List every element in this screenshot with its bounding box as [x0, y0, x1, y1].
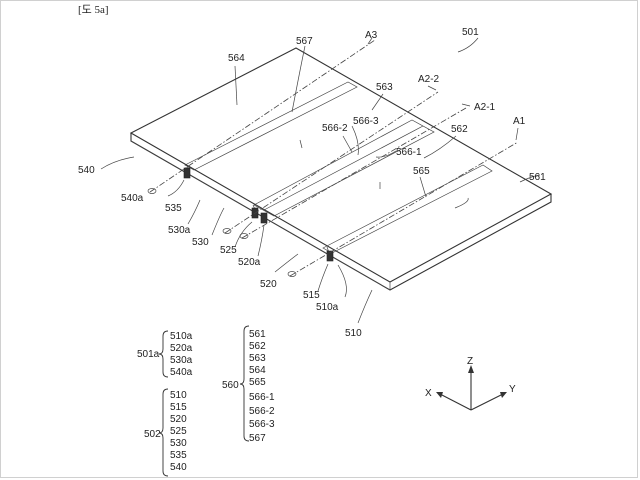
axis-end-a3 [147, 188, 157, 194]
label-565: 565 [413, 166, 430, 177]
svg-text:535: 535 [170, 450, 187, 461]
label-510: 510 [345, 328, 362, 339]
axis-line-a3 [149, 39, 376, 193]
svg-text:530: 530 [170, 438, 187, 449]
svg-text:564: 564 [249, 365, 266, 376]
axis-end-a2-2 [222, 228, 232, 234]
label-540: 540 [78, 165, 95, 176]
label-530: 530 [192, 237, 209, 248]
bottom-edge [130, 140, 391, 291]
coordinate-axes: Z X Y [425, 356, 516, 411]
svg-text:563: 563 [249, 353, 266, 364]
label-535: 535 [165, 203, 182, 214]
legend-502-label: 502 [144, 429, 161, 440]
axis-line-a1 [289, 141, 519, 277]
label-525: 525 [220, 245, 237, 256]
leader-lines [100, 37, 541, 324]
label-530a: 530a [168, 225, 191, 236]
legend-501a-label: 501a [137, 349, 160, 360]
strip-567 [184, 81, 358, 171]
svg-text:540: 540 [170, 462, 187, 473]
svg-text:561: 561 [249, 329, 266, 340]
label-501: 501 [462, 27, 479, 38]
label-515: 515 [303, 290, 320, 301]
hinge-535 [183, 167, 191, 179]
legend-501a: 501a 510a 520a 530a 540a [137, 330, 193, 378]
label-a2-1: A2-1 [474, 102, 496, 113]
svg-text:520: 520 [170, 414, 187, 425]
svg-text:562: 562 [249, 341, 266, 352]
label-566-3: 566-3 [353, 116, 379, 127]
svg-text:540a: 540a [170, 367, 193, 378]
label-510a: 510a [316, 302, 339, 313]
foldable-device [129, 39, 553, 291]
label-563: 563 [376, 82, 393, 93]
svg-text:520a: 520a [170, 343, 193, 354]
label-520: 520 [260, 279, 277, 290]
svg-text:565: 565 [249, 377, 266, 388]
svg-text:566-3: 566-3 [249, 419, 275, 430]
svg-text:510a: 510a [170, 331, 193, 342]
axis-x-label: X [425, 388, 432, 399]
label-520a: 520a [238, 257, 261, 268]
svg-text:566-2: 566-2 [249, 406, 275, 417]
strip-566-divider [263, 125, 424, 211]
strip-566 [253, 119, 435, 217]
label-a3: A3 [365, 30, 378, 41]
svg-text:567: 567 [249, 433, 266, 444]
svg-text:530a: 530a [170, 355, 193, 366]
svg-text:525: 525 [170, 426, 187, 437]
axis-line-a2-2 [224, 91, 439, 234]
svg-text:515: 515 [170, 402, 187, 413]
y-arrow [500, 392, 507, 398]
svg-text:510: 510 [170, 390, 187, 401]
hinge-525b [260, 212, 268, 224]
x-arrow [436, 392, 443, 398]
axis-end-a1 [287, 271, 297, 277]
label-a2-2: A2-2 [418, 74, 440, 85]
label-562: 562 [451, 124, 468, 135]
axis-y-label: Y [509, 384, 516, 395]
label-566-1: 566-1 [396, 147, 422, 158]
label-a1: A1 [513, 116, 526, 127]
legend-560: 560 561 562 563 564 565 566-1 566-2 566-… [222, 325, 275, 444]
label-564: 564 [228, 53, 245, 64]
legend-502: 502 510 515 520 525 530 535 540 [144, 388, 187, 477]
label-561: 561 [529, 172, 546, 183]
label-540a: 540a [121, 193, 144, 204]
label-566-2: 566-2 [322, 123, 348, 134]
figure-caption: [도 5a] [78, 4, 109, 16]
axis-line-a2-1 [241, 107, 467, 239]
z-arrow [468, 365, 474, 373]
svg-text:566-1: 566-1 [249, 392, 275, 403]
hinge-515 [326, 250, 334, 262]
legend-560-label: 560 [222, 380, 239, 391]
label-567: 567 [296, 36, 313, 47]
axis-z-label: Z [467, 356, 473, 367]
